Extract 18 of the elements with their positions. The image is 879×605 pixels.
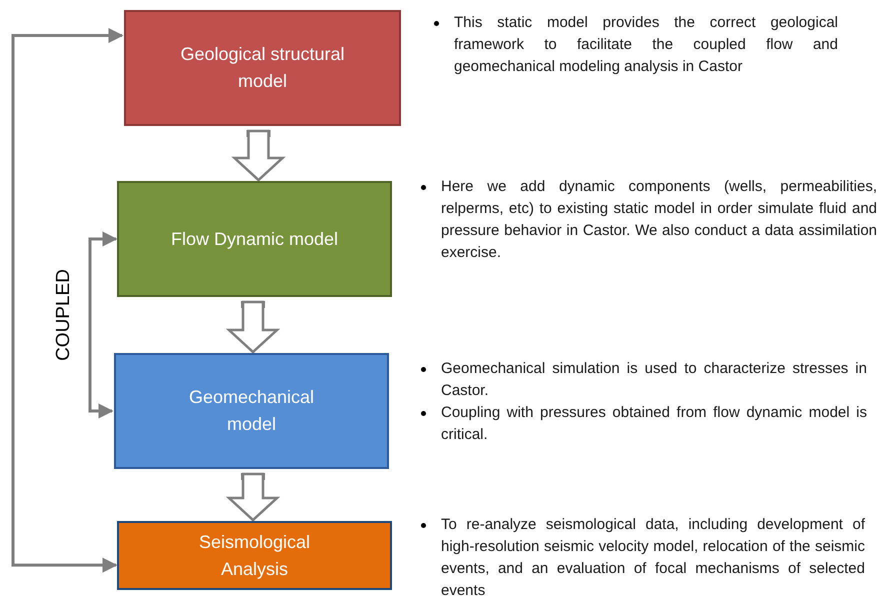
block-arrow (226, 472, 280, 522)
bullet-text: Coupling with pressures obtained from flow dynamic model is critical. (441, 403, 867, 445)
bullet-text: Geomechanical simulation is used to characterize stresses in Castor. (441, 359, 867, 401)
process-box (117, 521, 392, 590)
block-arrow (226, 300, 280, 354)
block-arrow (231, 130, 286, 182)
process-box (117, 181, 392, 297)
box-label: Geomechanical model (188, 386, 316, 436)
process-box (114, 353, 389, 469)
box-label: Seismological Analysis (198, 530, 312, 581)
bullet-text: To re-analyze seismological data, including development of high-resolution seismic velocity model, relocation of the seismic events, and an evaluation of focal mechanisms of selected events (441, 515, 865, 601)
box-label: Geological structural model (179, 43, 346, 93)
bullet-text: This static model provides the correct geological framework to facilitate the coupled flow and geomechanical modeling analysis in Castor (454, 13, 838, 77)
process-box (124, 10, 401, 126)
arrow (88, 232, 118, 418)
bullet-text: Here we add dynamic components (wells, permeabilities, relperms, etc) to existing static model in order simulate fluid and pressure behavior in Castor. We also conduct a data assimilation exercise. (441, 177, 877, 263)
box-label: Flow Dynamic model (170, 228, 338, 251)
arrow (12, 28, 124, 573)
